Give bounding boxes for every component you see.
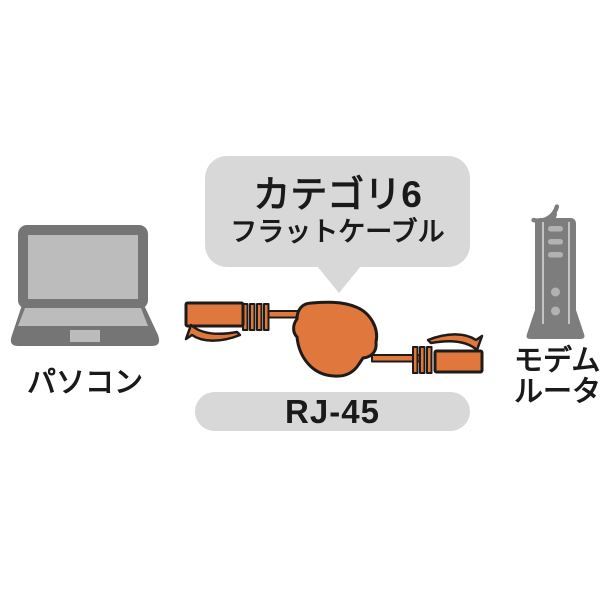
rj45-plug-right-icon xyxy=(433,349,484,374)
laptop-label: パソコン xyxy=(26,367,143,399)
callout-bubble: カテゴリ6 フラットケーブル xyxy=(205,156,470,267)
rj45-latch-left xyxy=(184,323,242,342)
strain-relief-right xyxy=(412,346,433,374)
rj45-label: RJ-45 xyxy=(285,392,380,430)
laptop-touchpad xyxy=(70,330,100,342)
laptop-screen xyxy=(28,235,138,299)
router-label: モデム ルータ xyxy=(514,346,600,408)
callout-subtitle: フラットケーブル xyxy=(230,217,445,247)
router-label-line2: ルータ xyxy=(514,376,600,408)
router-indicator-lights xyxy=(548,226,563,316)
callout-title: カテゴリ6 xyxy=(253,174,422,216)
router-panel-seams xyxy=(542,222,570,324)
cable-reel-icon xyxy=(292,300,379,378)
retractable-flat-lan-cable-icon xyxy=(184,300,484,378)
wifi-router-icon xyxy=(526,204,585,339)
router-label-line1: モデム xyxy=(514,345,600,377)
rj45-pill: RJ-45 xyxy=(195,392,470,431)
rj45-plug-left-icon xyxy=(184,301,245,328)
laptop-icon xyxy=(10,225,160,346)
strain-relief-left xyxy=(242,303,270,331)
router-body xyxy=(526,218,585,339)
callout-pointer xyxy=(317,266,361,293)
rj45-latch-right xyxy=(426,333,484,352)
laptop-keyboard xyxy=(18,308,148,326)
